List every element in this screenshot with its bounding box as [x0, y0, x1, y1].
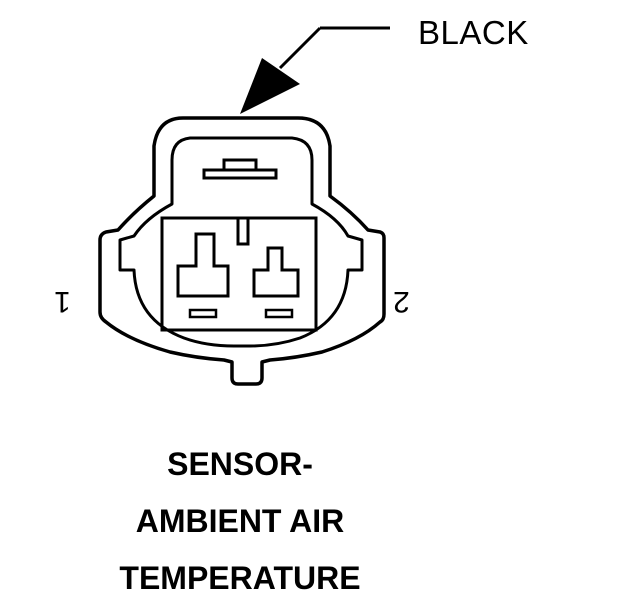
- pin-1-label: 1: [54, 285, 71, 318]
- caption-line-2: AMBIENT AIR: [135, 503, 345, 539]
- callout-leader: [240, 26, 390, 114]
- latch-tab: [202, 158, 278, 180]
- pin-2-label: 2: [393, 285, 410, 318]
- caption-line-1: SENSOR-: [167, 446, 313, 482]
- terminal-1-cavity: [176, 232, 230, 298]
- connector-housing-inner: [118, 136, 364, 348]
- callout-arrowhead: [240, 58, 300, 114]
- wire-color-label: BLACK: [418, 14, 529, 51]
- terminal-2-cavity: [252, 246, 300, 298]
- caption-line-3: TEMPERATURE: [119, 560, 361, 596]
- keying-rib: [236, 216, 250, 246]
- terminal-2-slot: [264, 308, 294, 319]
- connector-housing-outer: [98, 116, 386, 386]
- terminal-1-slot: [188, 308, 218, 319]
